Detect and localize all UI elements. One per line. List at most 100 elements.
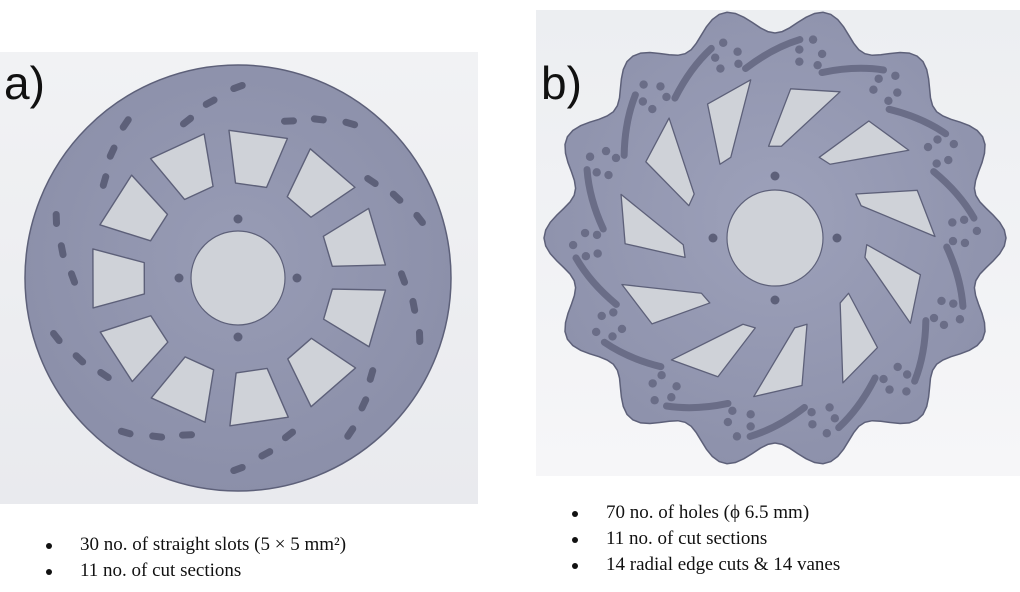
- disc-b-hole: [585, 152, 595, 161]
- disc-a-bolt-hole: [292, 273, 302, 283]
- disc-b-hole: [808, 420, 817, 429]
- disc-a-slot: [344, 425, 357, 440]
- disc-b-hole: [949, 299, 958, 308]
- disc-b-hole: [592, 168, 601, 177]
- disc-b-hole: [795, 57, 804, 66]
- disc-b-hole: [923, 142, 933, 152]
- disc-a-cut-section: [99, 315, 169, 383]
- disc-a-slot: [397, 270, 409, 286]
- disc-b-hole: [591, 327, 601, 337]
- disc-b-hole: [650, 396, 659, 405]
- disc-b-vane: [930, 168, 978, 222]
- disc-b-cut-section: [621, 283, 711, 325]
- disc-b-hole: [733, 47, 742, 56]
- disc-a-slot: [358, 396, 370, 412]
- disc-b-hole: [648, 379, 657, 388]
- disc-b-hole: [662, 92, 671, 102]
- disc-b-hole: [611, 153, 621, 163]
- disc-b-hole: [932, 159, 941, 168]
- disc-b-hole: [879, 374, 888, 384]
- disc-a-slot: [149, 432, 166, 441]
- disc-b-bolt-hole: [832, 233, 842, 243]
- disc-a-center-hole: [190, 230, 286, 326]
- disc-b-hole: [972, 226, 982, 236]
- disc-a-slot: [258, 448, 274, 460]
- disc-b-hole: [667, 393, 676, 402]
- disc-b-hole: [657, 371, 666, 380]
- disc-b-vane: [572, 254, 620, 308]
- disc-b-vane: [885, 105, 950, 138]
- disc-b-hole: [639, 80, 648, 89]
- disc-b-hole: [884, 96, 893, 105]
- panel-a-label: a): [4, 57, 45, 109]
- disc-b-hole: [822, 429, 831, 438]
- disc-b-hole: [716, 64, 725, 73]
- disc-a-slot: [280, 117, 297, 125]
- disc-b-hole: [939, 320, 949, 330]
- disc-a-cut-section: [322, 288, 387, 348]
- disc-a-slot: [342, 118, 359, 129]
- disc-b-cut-section: [864, 244, 922, 324]
- spec-cut-sections: 11 no. of cut sections: [566, 526, 840, 552]
- disc-b-hole: [656, 82, 665, 91]
- disc-b-hole: [672, 382, 681, 391]
- disc-b-cut-section: [670, 323, 756, 378]
- disc-b-cut-section: [855, 189, 936, 238]
- disc-b-hole: [949, 139, 959, 149]
- spec-edge-cuts-vanes: 14 radial edge cuts & 14 vanes: [566, 552, 840, 578]
- disc-b-bolt-hole: [770, 171, 780, 181]
- disc-a-cut-section: [286, 148, 356, 218]
- disc-a-cut-section: [228, 129, 289, 189]
- disc-b-hole: [795, 45, 804, 54]
- panel-a-specs: 30 no. of straight slots (5 × 5 mm²) 11 …: [40, 532, 346, 584]
- disc-a-cut-section: [322, 207, 387, 268]
- disc-b-hole: [933, 135, 942, 144]
- disc-b-center-hole: [726, 189, 824, 287]
- panel-b-specs: 70 no. of holes (ϕ 6.5 mm) 11 no. of cut…: [566, 500, 840, 578]
- disc-b-bolt-hole: [770, 295, 780, 305]
- disc-b-hole: [617, 324, 627, 334]
- disc-b-hole: [944, 155, 953, 165]
- disc-b-vane: [742, 36, 804, 73]
- disc-b-hole: [732, 432, 742, 441]
- disc-b-hole: [609, 308, 618, 317]
- disc-b-hole: [813, 60, 822, 70]
- disc-b-hole: [948, 236, 958, 246]
- disc-a-cut-section: [149, 133, 214, 201]
- disc-a-cut-section: [150, 356, 215, 423]
- disc-b-cut-section: [620, 193, 686, 259]
- disc-b-hole: [902, 387, 911, 396]
- disc-b-hole: [608, 332, 617, 341]
- disc-a-slot: [230, 81, 246, 93]
- disc-b-vane: [671, 44, 715, 102]
- disc-a-slot: [389, 190, 404, 204]
- panel-b-label: b): [541, 57, 582, 109]
- disc-a-slot: [50, 329, 63, 345]
- disc-b-hole: [830, 414, 840, 423]
- disc-a-slot: [52, 210, 61, 227]
- disc-a-slot: [97, 368, 112, 382]
- disc-a-slot: [409, 297, 419, 314]
- disc-b-hole: [893, 362, 902, 372]
- disc-b-hole: [593, 249, 602, 258]
- disc-a-slot: [230, 463, 246, 475]
- disc-a-slot: [67, 270, 79, 286]
- disc-b-hole: [893, 88, 902, 97]
- disc-b-cut-section: [818, 120, 910, 165]
- disc-b-hole: [959, 215, 969, 224]
- disc-b-bolt-hole: [708, 233, 718, 243]
- disc-b-vane: [911, 317, 930, 385]
- disc-b-hole: [885, 385, 894, 394]
- disc-a-bolt-hole: [233, 214, 243, 224]
- disc-b-hole: [604, 170, 613, 180]
- disc-b-hole: [592, 230, 602, 240]
- disc-a-cut-section: [229, 367, 289, 427]
- disc-a-slot: [415, 329, 424, 346]
- disc-b-hole: [874, 74, 883, 83]
- disc-b-hole: [601, 146, 611, 156]
- spec-slots: 30 no. of straight slots (5 × 5 mm²): [40, 532, 346, 558]
- disc-b-hole: [648, 104, 657, 114]
- disc-b-hole: [728, 406, 737, 416]
- disc-b-hole: [723, 417, 733, 427]
